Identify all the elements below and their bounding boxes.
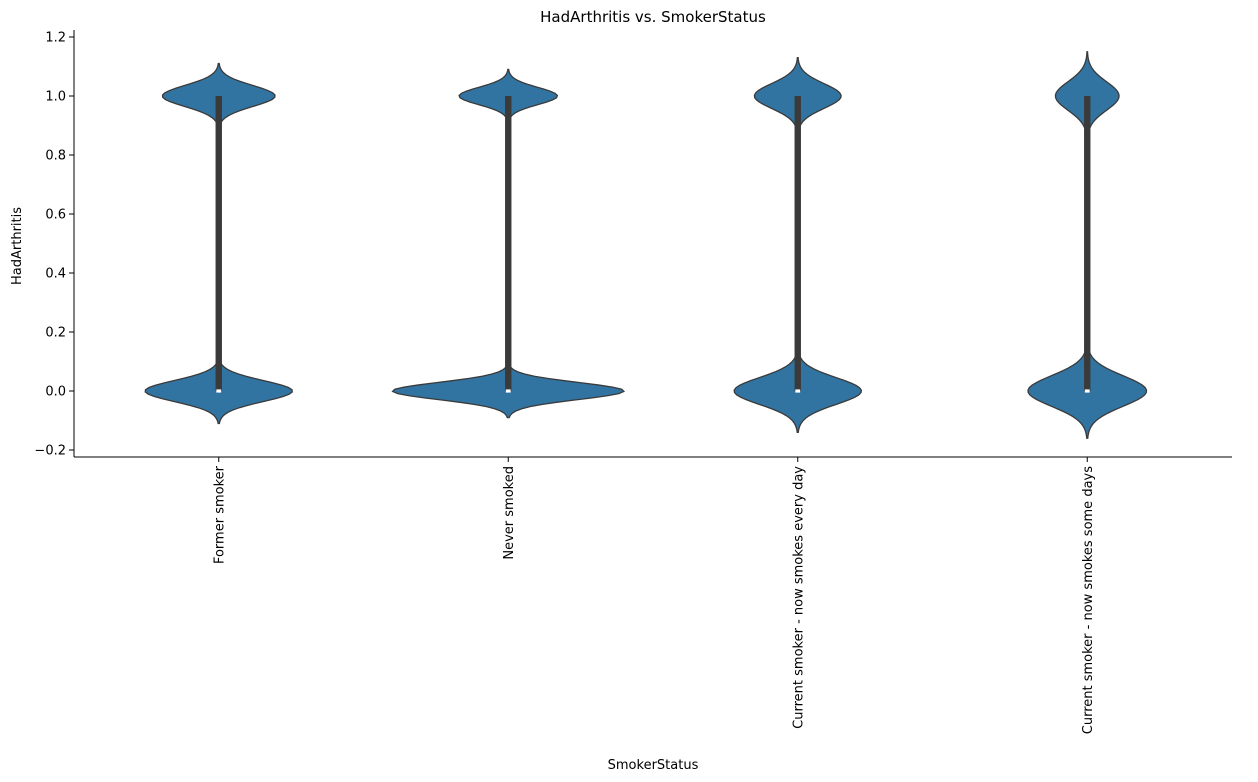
- violin-median-marker: [1084, 389, 1090, 393]
- y-tick-label: 0.6: [45, 208, 66, 223]
- y-tick-label: 0.4: [45, 267, 66, 282]
- violin-median-marker: [795, 389, 801, 393]
- x-tick-label: Current smoker - now smokes every day: [791, 466, 806, 729]
- y-tick-label: 1.0: [45, 90, 66, 105]
- y-tick-label: 0.0: [45, 385, 66, 400]
- violins-layer: [144, 51, 1148, 439]
- x-tick-label: Never smoked: [502, 466, 517, 560]
- violin-iqr-box: [1084, 96, 1091, 391]
- y-tick-label: −0.2: [34, 444, 66, 459]
- y-tick-label: 0.2: [45, 326, 66, 341]
- violin-median-marker: [505, 389, 511, 393]
- violin-iqr-box: [215, 96, 222, 391]
- y-tick-label: 0.8: [45, 149, 66, 164]
- x-axis-title: SmokerStatus: [608, 758, 699, 773]
- y-axis-title: HadArthritis: [10, 207, 25, 285]
- chart-title: HadArthritis vs. SmokerStatus: [540, 8, 766, 26]
- violin-iqr-box: [505, 96, 512, 391]
- y-tick-label: 1.2: [45, 31, 66, 46]
- violin-iqr-box: [794, 96, 801, 391]
- x-tick-label: Former smoker: [212, 465, 227, 564]
- x-tick-label: Current smoker - now smokes some days: [1081, 466, 1096, 734]
- violin-median-marker: [216, 389, 222, 393]
